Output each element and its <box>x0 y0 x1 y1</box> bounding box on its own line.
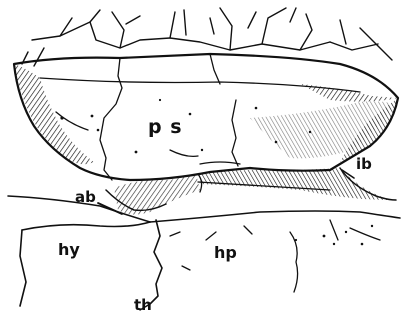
label-ps: p s <box>148 118 183 137</box>
label-hp: hp <box>214 245 237 261</box>
lower-plate-details <box>170 220 380 292</box>
label-ab: ab <box>75 190 96 205</box>
label-ib: ib <box>356 157 372 172</box>
plate-outline <box>14 54 398 180</box>
th-suture <box>150 220 162 304</box>
lower-stipple <box>295 225 373 246</box>
label-hy: hy <box>58 242 80 258</box>
label-th: th <box>134 298 152 313</box>
